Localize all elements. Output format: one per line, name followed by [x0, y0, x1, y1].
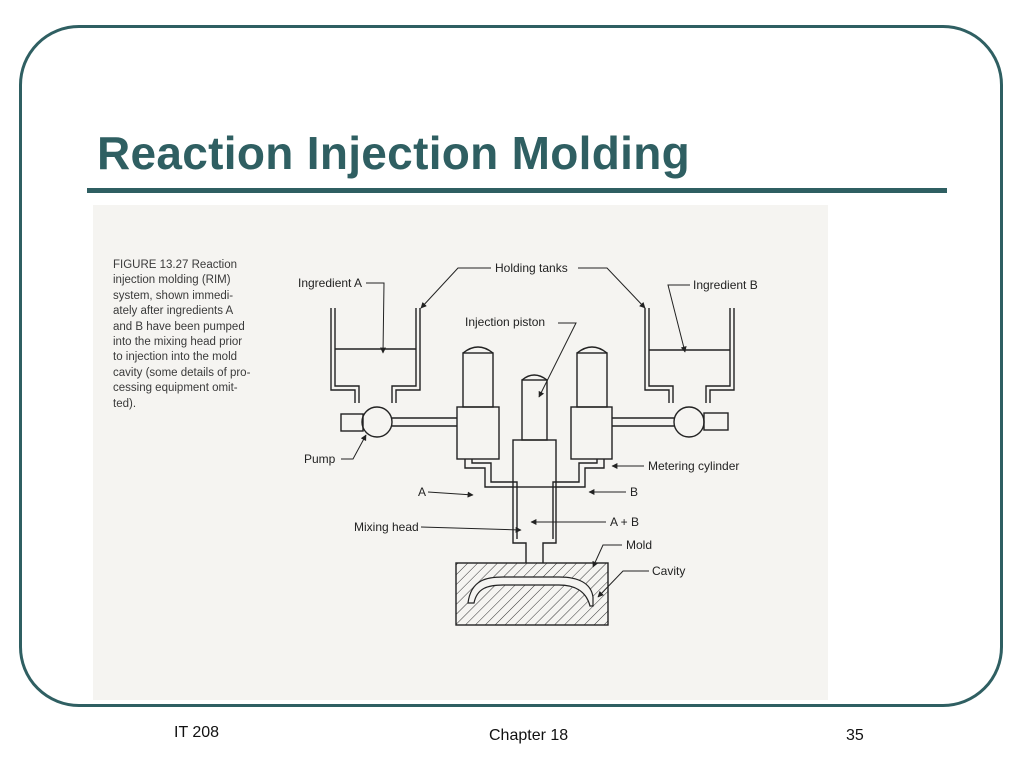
slide-title: Reaction Injection Molding [97, 127, 691, 179]
label-ingredient-a: Ingredient A [298, 276, 362, 290]
mixing-head [512, 487, 557, 563]
rim-figure: FIGURE 13.27 Reaction injection molding … [93, 205, 828, 700]
figure-caption: FIGURE 13.27 Reaction injection molding … [113, 259, 251, 410]
label-mold: Mold [626, 538, 652, 552]
footer-course: IT 208 [174, 724, 220, 741]
label-metering-cylinder: Metering cylinder [648, 459, 739, 473]
title-underline [87, 188, 947, 193]
mold-cavity [467, 576, 594, 607]
footer-page-number: 35 [846, 727, 864, 744]
label-a: A [418, 485, 426, 499]
label-a-plus-b: A + B [610, 515, 639, 529]
mold [455, 562, 609, 626]
label-holding-tanks: Holding tanks [495, 261, 568, 275]
metering-cylinder-a [456, 346, 518, 505]
label-injection-piston: Injection piston [465, 315, 545, 329]
rim-diagram: Holding tanks Ingredient A Ingredient B … [298, 261, 758, 626]
label-mixing-head: Mixing head [354, 520, 419, 534]
pump-a [340, 406, 393, 438]
slide-frame [19, 25, 1003, 707]
label-cavity: Cavity [652, 564, 685, 578]
label-ingredient-b: Ingredient B [693, 278, 758, 292]
pump-b [673, 406, 729, 438]
label-b: B [630, 485, 638, 499]
holding-tank-b [644, 308, 735, 403]
injection-piston [512, 374, 557, 488]
metering-cylinder-b [552, 346, 613, 505]
label-pump: Pump [304, 452, 336, 466]
holding-tank-a [330, 308, 421, 403]
footer-chapter: Chapter 18 [489, 727, 569, 744]
